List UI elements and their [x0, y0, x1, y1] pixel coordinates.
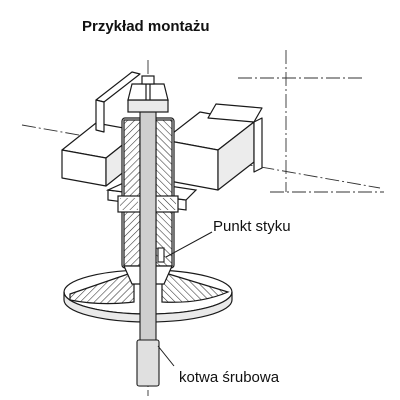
disc-section-right	[161, 271, 230, 303]
right-slab-top	[207, 103, 263, 123]
anchor-bolt-rod	[136, 83, 160, 387]
sleeve-section-right	[155, 119, 173, 267]
top-washer	[127, 99, 169, 113]
anchor-bolt-leader	[157, 345, 175, 367]
rod-tip	[141, 75, 155, 85]
contact-point-marker	[157, 247, 165, 263]
diagram-title: Przykład montażu	[82, 18, 210, 35]
disc-rim	[63, 291, 233, 323]
contact-point	[157, 247, 165, 263]
anchor-bolt-label: kotwa śrubowa	[179, 369, 280, 386]
top-nut-hex	[127, 83, 169, 101]
left-upper-stub-front	[95, 99, 105, 133]
top-nut	[127, 75, 169, 113]
centerlines	[21, 50, 384, 396]
anchor-sleeve	[136, 339, 160, 387]
contact-point-label: Punkt styku	[213, 218, 291, 235]
disc-section-left	[69, 271, 135, 305]
leader-lines	[157, 231, 213, 367]
right-slab-edge	[253, 117, 263, 173]
contact-point-leader	[165, 231, 213, 258]
sleeve-section-left	[123, 119, 141, 267]
